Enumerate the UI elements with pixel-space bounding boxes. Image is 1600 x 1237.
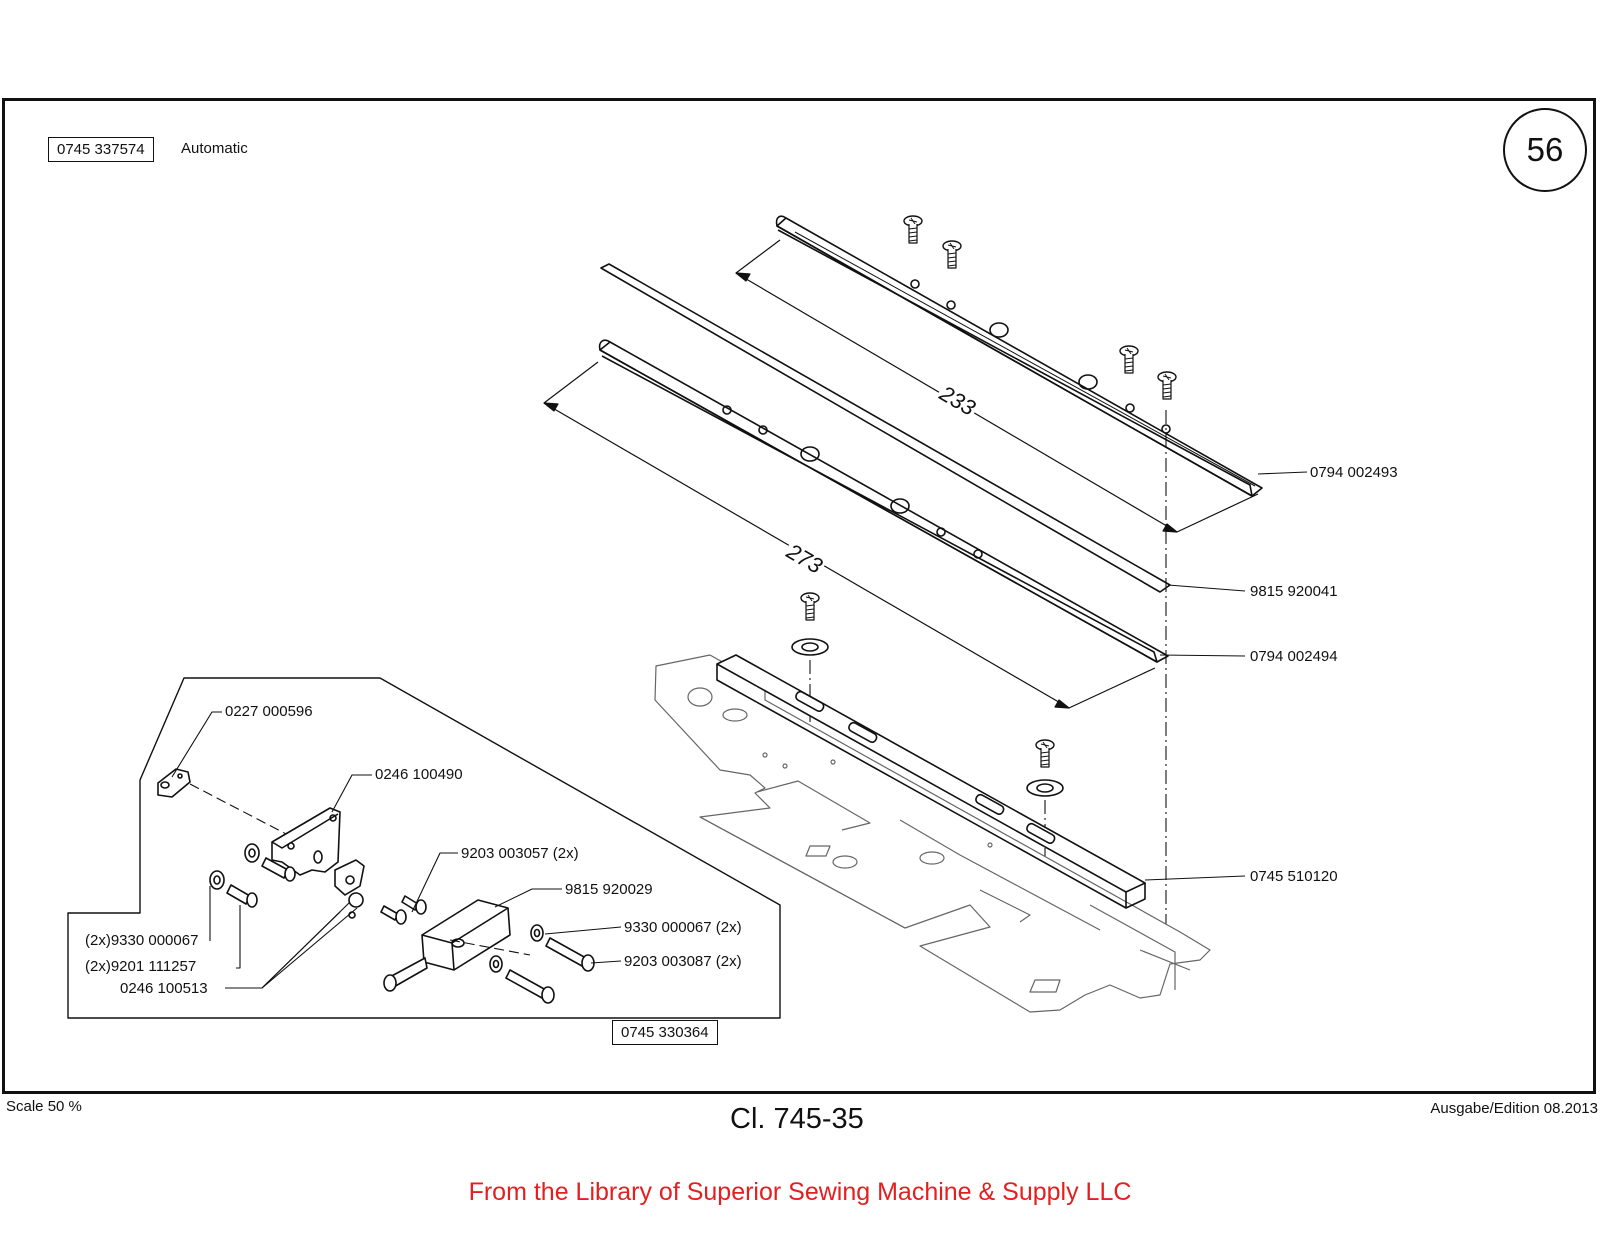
drawing-frame — [2, 98, 1596, 1094]
scale-label: Scale 50 % — [6, 1098, 82, 1115]
guide-bar-part — [716, 654, 1146, 909]
strip-part — [600, 263, 1171, 593]
subassembly-boundary — [67, 677, 781, 1019]
callout-fitting: 0246 100513 — [119, 980, 209, 997]
callout-bracket-screws: 9203 003057 (2x) — [460, 845, 580, 862]
callout-screw-left: (2x)9201 111257 — [84, 958, 198, 975]
callout-washer-left: (2x)9330 000067 — [84, 932, 200, 949]
callout-bracket: 0246 100490 — [374, 766, 464, 783]
lower-rail-part — [598, 339, 1169, 663]
subassembly-fasteners — [209, 843, 595, 1004]
callout-strip: 9815 920041 — [1249, 583, 1339, 600]
leader-lines — [171, 471, 1308, 989]
bracket-part — [271, 807, 365, 919]
callout-small-washer: 0227 000596 — [224, 703, 314, 720]
callout-lower-rail: 0794 002494 — [1249, 648, 1339, 665]
upper-rail-part — [775, 215, 1263, 497]
washers — [791, 638, 1064, 797]
base-plate-part — [654, 654, 1211, 1013]
callout-screw-right: 9203 003087 (2x) — [623, 953, 743, 970]
callout-guide-bar: 0745 510120 — [1249, 868, 1339, 885]
assembly-label: Automatic — [181, 140, 248, 157]
callout-cylinder: 9815 920029 — [564, 881, 654, 898]
subassembly-number-box: 0745 330364 — [612, 1020, 718, 1045]
cylinder-part — [383, 899, 531, 992]
callout-upper-rail: 0794 002493 — [1309, 464, 1399, 481]
callout-washer-right: 9330 000067 (2x) — [623, 919, 743, 936]
small-washer-part — [157, 768, 291, 837]
library-note: From the Library of Superior Sewing Mach… — [468, 1178, 1132, 1206]
page-number: 56 — [1526, 131, 1564, 168]
edition-label: Ausgabe/Edition 08.2013 — [1430, 1100, 1598, 1117]
class-label: Cl. 745-35 — [730, 1103, 864, 1135]
page-number-circle: 56 — [1503, 108, 1587, 192]
assembly-number-box: 0745 337574 — [48, 137, 154, 162]
